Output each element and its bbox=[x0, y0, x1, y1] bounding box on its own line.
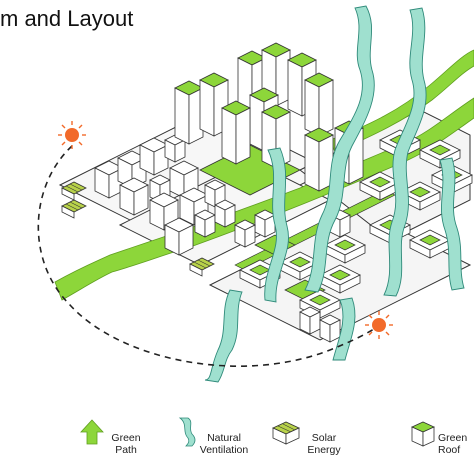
ventilation-ribbons bbox=[204, 5, 465, 383]
green-path-icon bbox=[80, 419, 104, 445]
legend-line: Roof bbox=[438, 444, 461, 456]
diagram-title: m and Layout bbox=[0, 6, 134, 31]
natural-ventilation-icon bbox=[178, 417, 196, 447]
legend-line: Path bbox=[115, 444, 137, 456]
solar-energy-icon bbox=[272, 421, 300, 445]
legend-label-natural-ventilation: Natural Ventilation bbox=[194, 432, 254, 456]
legend-label-solar-energy: Solar Energy bbox=[302, 432, 346, 456]
legend-line: Ventilation bbox=[199, 444, 249, 456]
sun-icon bbox=[365, 311, 393, 339]
legend-label-green-path: Green Path bbox=[104, 432, 148, 456]
green-path-top bbox=[329, 49, 474, 153]
legend-label-green-roof: Green Roof bbox=[438, 432, 474, 456]
legend-line: Green bbox=[438, 432, 468, 444]
sun-path-arc bbox=[37, 145, 381, 367]
legend-line: Energy bbox=[307, 444, 341, 456]
legend-line: Solar bbox=[311, 432, 337, 444]
legend-line: Natural bbox=[207, 432, 241, 444]
sun-icon bbox=[58, 121, 86, 149]
green-roof-icon bbox=[411, 421, 435, 447]
legend-line: Green bbox=[111, 432, 141, 444]
